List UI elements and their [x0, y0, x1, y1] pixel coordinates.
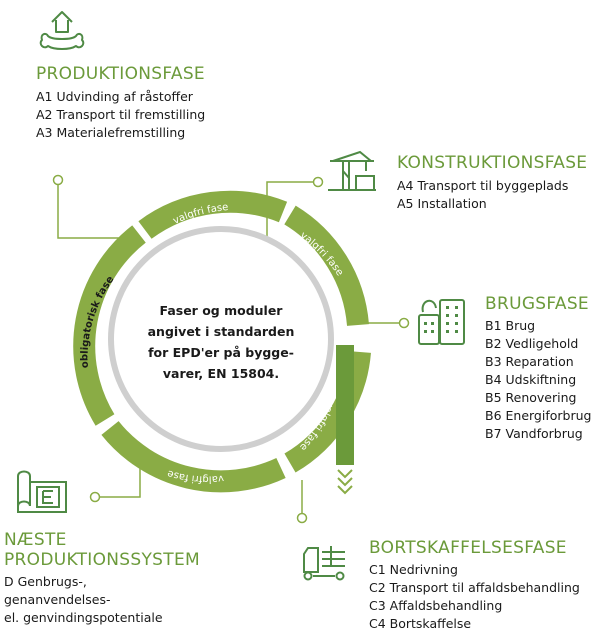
center-line-4: varer, EN 15804.	[162, 366, 280, 381]
connector-naeste	[97, 462, 141, 498]
phase-title-naeste-1: NÆSTE	[4, 530, 67, 550]
truck-icon	[303, 546, 345, 581]
phase-item-b7: B7 Vandforbrug	[485, 426, 583, 441]
use-phase-bar	[336, 345, 354, 465]
phase-list-brug: B1 Brug B2 Vedligehold B3 Reparation B4 …	[485, 317, 591, 443]
buildings-icon	[418, 299, 465, 345]
phase-title-bortskaffelse: BORTSKAFFELSESFASE	[369, 538, 567, 558]
phase-item-b3: B3 Reparation	[485, 354, 574, 369]
phase-list-produktion: A1 Udvinding af råstoffer A2 Transport t…	[36, 88, 205, 142]
phase-list-konstruktion: A4 Transport til byggeplads A5 Installat…	[397, 177, 568, 213]
phase-item-c3: C3 Affaldsbehandling	[369, 598, 503, 613]
phase-item-d-2: genanvendelses-	[4, 592, 111, 607]
phase-item-d-1: D Genbrugs-,	[4, 574, 87, 589]
crane-icon	[328, 150, 376, 191]
phase-item-a4: A4 Transport til byggeplads	[397, 178, 569, 193]
center-caption: Faser og moduler angivet i standarden fo…	[139, 300, 303, 384]
center-line-2: angivet i standarden	[147, 324, 295, 339]
center-line-1: Faser og moduler	[159, 303, 283, 318]
ring-segment-right	[284, 205, 369, 327]
phase-item-b1: B1 Brug	[485, 318, 536, 333]
phase-title-brug: BRUGSFASE	[485, 294, 589, 314]
phase-item-a1: A1 Udvinding af råstoffer	[36, 89, 193, 104]
phase-item-b5: B5 Renovering	[485, 390, 577, 405]
home-gear-icon	[39, 11, 85, 50]
phase-item-c4: C4 Bortskaffelse	[369, 616, 472, 631]
phase-list-naeste: D Genbrugs-, genanvendelses- el. genvind…	[4, 573, 163, 627]
phase-item-b4: B4 Udskiftning	[485, 372, 577, 387]
phase-item-d-3: el. genvindingspotentiale	[4, 610, 163, 625]
inner-grey-ring	[108, 226, 334, 452]
phase-item-a5: A5 Installation	[397, 196, 487, 211]
phase-item-b6: B6 Energiforbrug	[485, 408, 592, 423]
ring-segment-mandatory	[73, 225, 146, 426]
center-line-3: for EPD'er på bygge-	[148, 345, 294, 360]
connector-dots	[52, 174, 410, 524]
phase-item-b2: B2 Vedligehold	[485, 336, 579, 351]
phase-title-naeste-2: PRODUKTIONSSYSTEM	[4, 550, 200, 570]
phase-title-produktion: PRODUKTIONSFASE	[36, 64, 205, 84]
phase-item-a3: A3 Materialefremstilling	[36, 125, 186, 140]
connector-konstruktion	[266, 181, 314, 240]
connector-produktion	[57, 182, 128, 239]
ring-segment-bottom	[101, 420, 286, 493]
phase-item-c1: C1 Nedrivning	[369, 562, 458, 577]
phase-item-a2: A2 Transport til fremstilling	[36, 107, 206, 122]
phase-list-bortskaffelse: C1 Nedrivning C2 Transport til affaldsbe…	[369, 561, 580, 633]
ring-segment-top	[138, 190, 288, 239]
chevron-down-icon	[337, 469, 353, 495]
phase-title-konstruktion: KONSTRUKTIONSFASE	[397, 153, 588, 173]
phase-item-c2: C2 Transport til affaldsbehandling	[369, 580, 580, 595]
blueprint-icon	[17, 470, 67, 513]
